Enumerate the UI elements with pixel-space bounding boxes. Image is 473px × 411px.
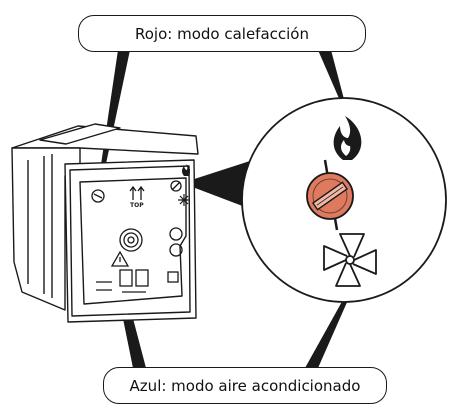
zoom-wedge	[182, 160, 253, 210]
pointer-red-to-device	[99, 50, 130, 178]
setpoint-knob	[119, 228, 143, 252]
mounting-screw	[91, 189, 105, 203]
mode-dial-zoomed	[306, 159, 354, 231]
indicator-led-1	[169, 227, 183, 241]
top-arrows-icon	[129, 185, 145, 200]
terminal-3	[167, 271, 179, 283]
terminal-2	[135, 269, 149, 287]
pointer-red-to-flame	[318, 50, 345, 103]
flame-icon	[333, 116, 362, 160]
pointer-blue-to-zoom	[305, 298, 348, 368]
callout-heating-mode: Rojo: modo calefacción	[78, 15, 366, 52]
small-snowflake-icon	[178, 194, 190, 206]
mode-selector-small	[170, 180, 182, 192]
callout-cooling-mode: Azul: modo aire acondicionado	[103, 367, 387, 404]
fan-icon	[323, 233, 377, 287]
terminal-1	[119, 269, 133, 287]
top-marking: TOP	[130, 202, 144, 209]
module-controls	[91, 180, 183, 293]
indicator-led-2	[169, 243, 183, 257]
small-flame-icon	[182, 164, 190, 176]
warning-triangle-icon	[110, 250, 130, 267]
